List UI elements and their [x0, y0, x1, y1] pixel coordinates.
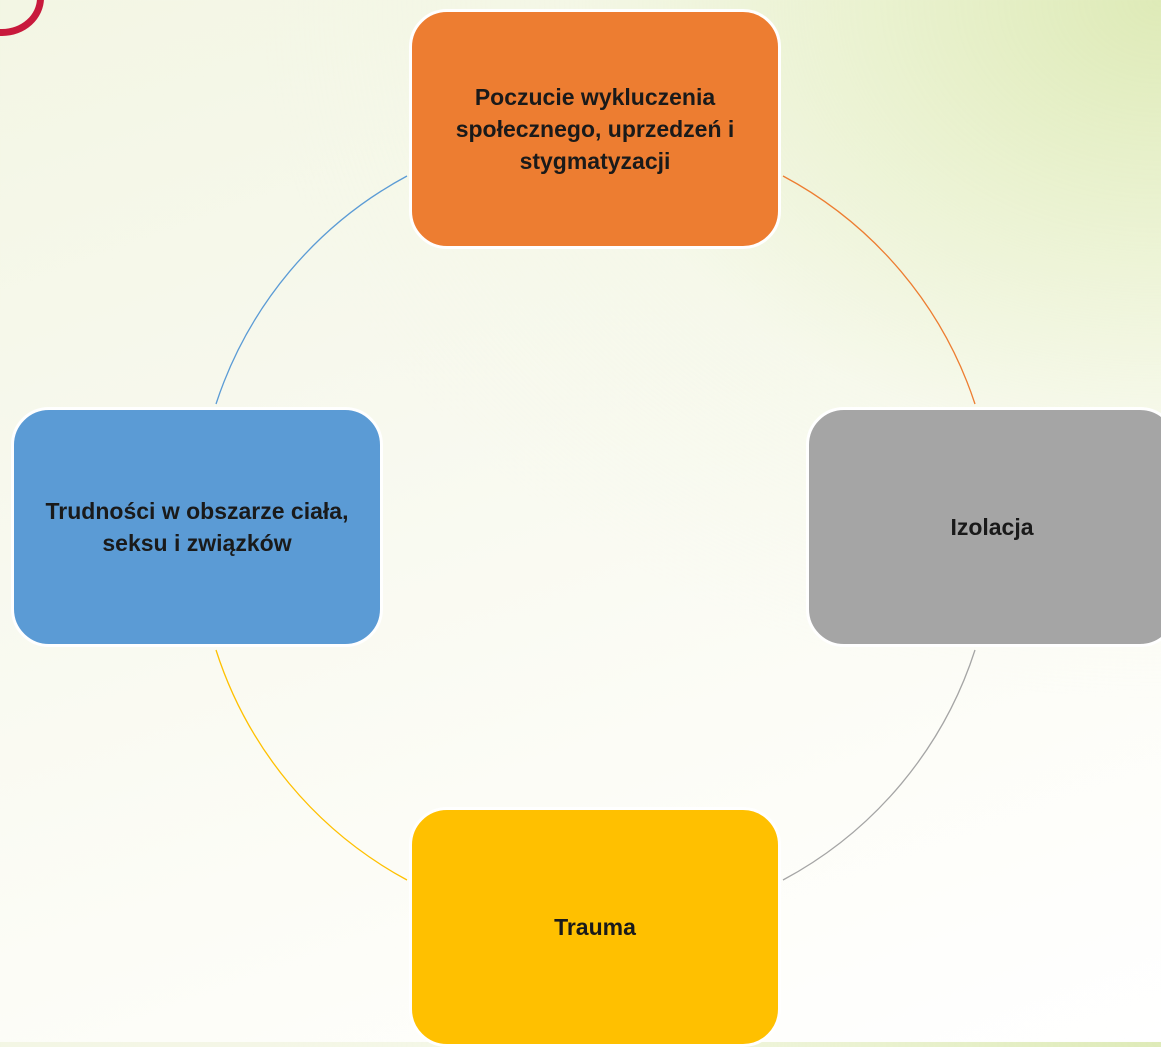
arc-bottom-to-left	[215, 649, 408, 881]
cycle-node-label: Trudności w obszarze ciała, seksu i zwią…	[45, 498, 349, 556]
cycle-node-body-sex-relationships: Trudności w obszarze ciała, seksu i zwią…	[11, 407, 383, 647]
arc-left-to-top	[215, 175, 408, 405]
cycle-node-social-exclusion: Poczucie wykluczenia społecznego, uprzed…	[409, 9, 781, 249]
arc-right-to-bottom	[782, 649, 976, 881]
cycle-node-isolation: Izolacja	[806, 407, 1161, 647]
cycle-node-label: Trauma	[554, 914, 636, 940]
cycle-node-trauma: Trauma	[409, 807, 781, 1047]
cycle-node-label: Izolacja	[950, 514, 1034, 540]
arc-top-to-right	[782, 175, 976, 405]
cycle-node-label: Poczucie wykluczenia społecznego, uprzed…	[455, 84, 735, 174]
